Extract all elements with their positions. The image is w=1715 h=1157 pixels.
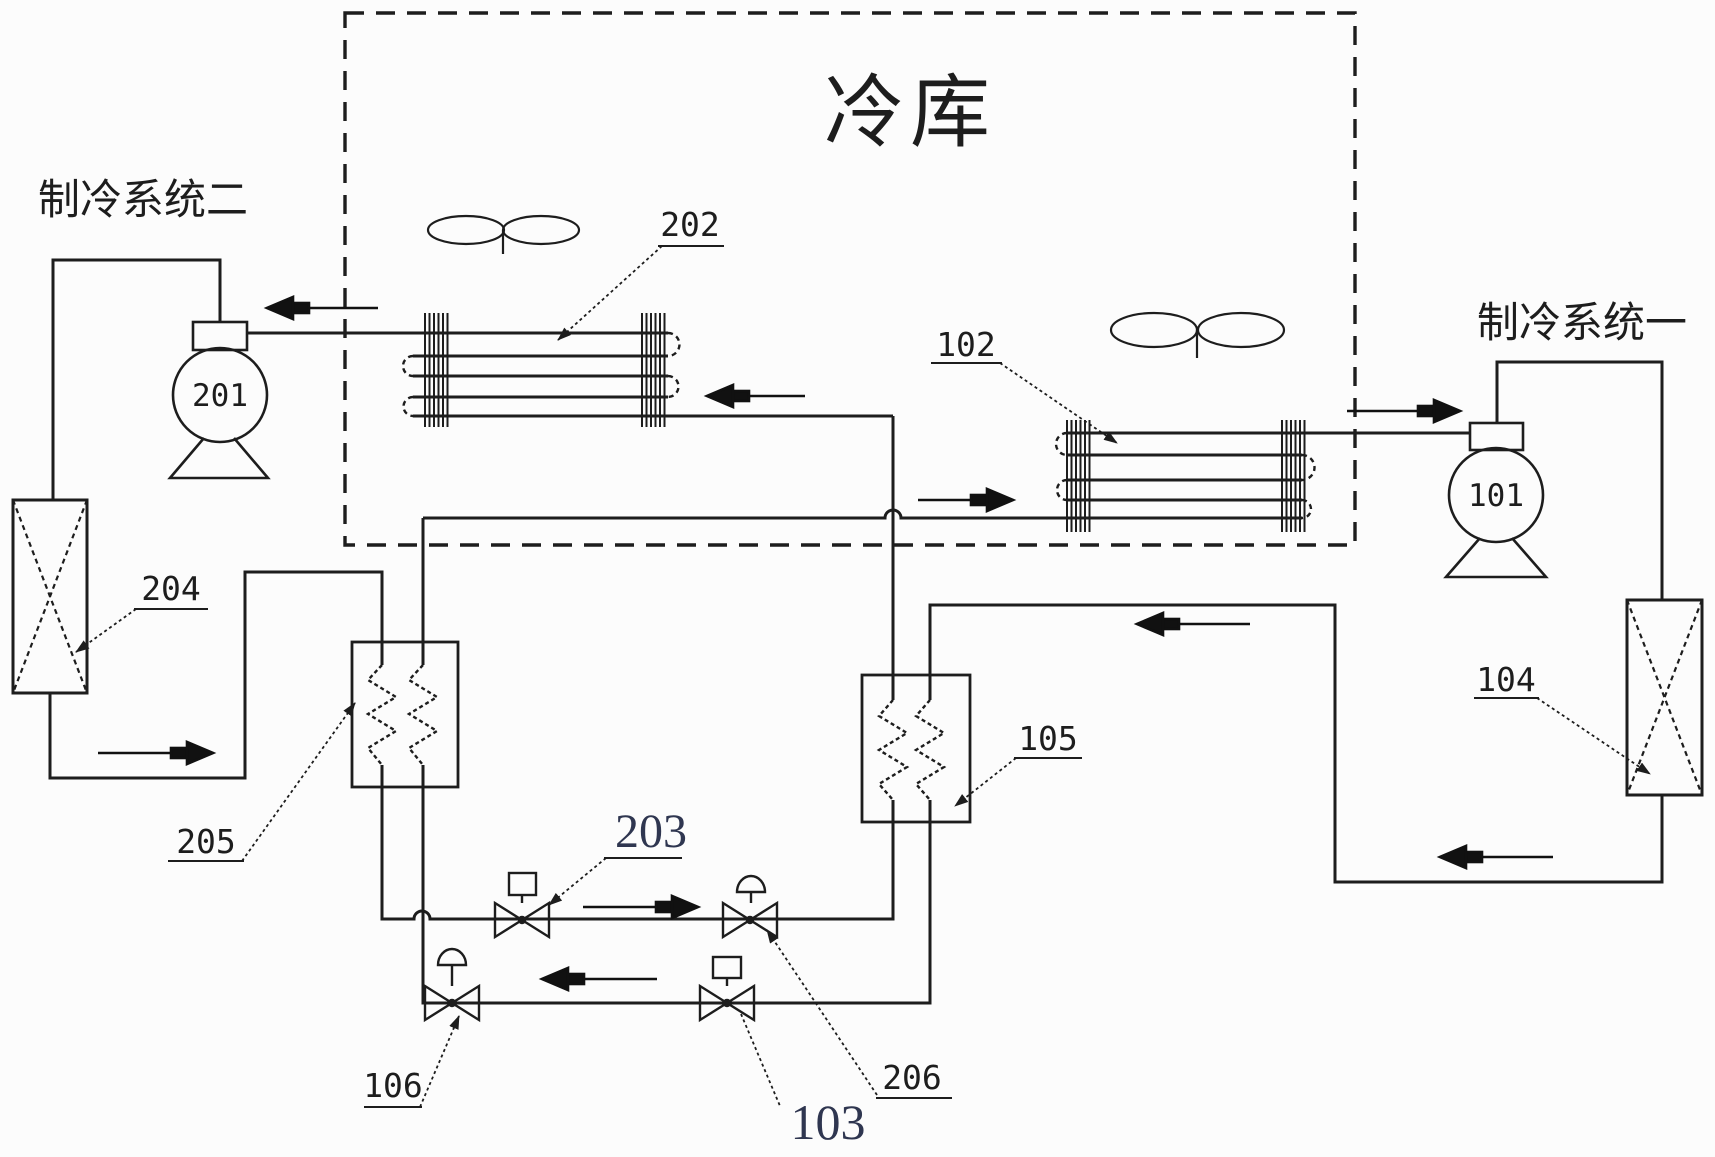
condenser-204 (11, 498, 89, 695)
flow-arrow-right-icon (1347, 398, 1464, 424)
valve-206-symbol (721, 874, 779, 940)
valve-206-label: 206 (882, 1058, 942, 1097)
flow-arrow-left-icon (263, 295, 378, 321)
condenser-204-label: 204 (141, 569, 201, 608)
system-one-label: 制冷系统一 (1477, 301, 1687, 347)
fin-band-left-202 (424, 313, 449, 427)
pipe-104-to-105 (928, 603, 1664, 884)
compressor-201-label: 201 (192, 378, 248, 414)
compressor-101-label: 101 (1468, 478, 1524, 514)
pipe-204-to-205 (48, 570, 384, 780)
fin-band-right-202 (641, 313, 666, 427)
fin-band-left-102 (1066, 420, 1091, 532)
evaporator-202-label: 202 (660, 205, 720, 244)
valve-203-label: 203 (615, 805, 687, 858)
flow-arrow-left-icon (703, 383, 805, 409)
fan-icon-102 (1109, 311, 1286, 358)
evaporator-102-label: 102 (936, 325, 996, 364)
pipe-105-to-valve-line (421, 765, 932, 1005)
heat-exchanger-205-label: 205 (176, 822, 236, 861)
callouts: 202 102 204 104 205 105 203 206 106 (75, 205, 1651, 1150)
pipe-201-discharge (51, 258, 222, 500)
valve-103-label: 103 (791, 1094, 866, 1150)
cold-storage-title: 冷库 (824, 70, 996, 158)
valve-203-symbol (493, 871, 551, 940)
flow-arrow-left-icon (1436, 844, 1553, 870)
valve-103-symbol (698, 955, 756, 1023)
compressor-201 (167, 320, 271, 480)
valve-106-label: 106 (363, 1066, 423, 1105)
flow-arrow-right-icon (918, 487, 1017, 513)
condenser-104-label: 104 (1476, 660, 1536, 699)
heat-exchanger-205 (350, 640, 460, 789)
evaporator-202-coil (247, 313, 893, 427)
fin-band-right-102 (1281, 420, 1306, 532)
pipe-101-discharge (1495, 360, 1664, 600)
flow-arrows (98, 295, 1553, 992)
heat-exchanger-105-label: 105 (1018, 719, 1078, 758)
flow-arrow-right-icon (98, 740, 217, 766)
evaporator-102-coil (423, 420, 1470, 532)
heat-exchanger-105 (860, 673, 972, 824)
condenser-104 (1625, 598, 1704, 797)
system-two-label: 制冷系统二 (38, 178, 248, 224)
compressor-101 (1443, 421, 1549, 579)
fan-icon-202 (426, 214, 581, 254)
flow-arrow-left-icon (1133, 611, 1250, 637)
flow-arrow-right-icon (583, 894, 702, 920)
flow-arrow-left-icon (538, 966, 657, 992)
valve-106-symbol (423, 947, 481, 1023)
cold-storage-boundary (343, 11, 1357, 547)
pipe-system-one (421, 360, 1664, 1005)
